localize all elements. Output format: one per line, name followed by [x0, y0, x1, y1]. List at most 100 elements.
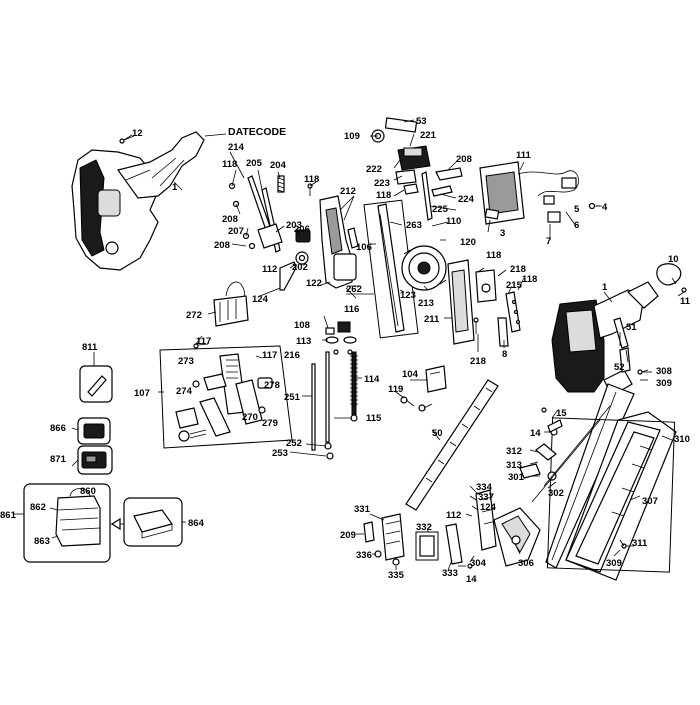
callout-123: 123: [400, 290, 416, 301]
callout-274: 274: [176, 386, 193, 397]
callout-8: 8: [502, 349, 507, 360]
callout-272: 272: [186, 310, 202, 321]
nose-306: [493, 507, 541, 567]
callout-12: 12: [132, 128, 143, 139]
callout-206: 206: [294, 224, 310, 235]
callout-218-a: 218: [510, 264, 526, 275]
callout-215: 215: [506, 280, 523, 291]
callout-308: 308: [656, 366, 672, 377]
callout-117-a: 117: [196, 336, 211, 347]
callout-118-c: 118: [376, 190, 391, 201]
callout-51: 51: [626, 322, 637, 333]
callout-337: 337: [478, 492, 494, 503]
callout-labels: DATECODE 12 1 214 118 205 204 118 208 20…: [0, 116, 691, 585]
callout-811: 811: [82, 342, 98, 353]
callout-117-b: 117: [262, 350, 277, 361]
callout-278: 278: [264, 380, 280, 391]
callout-113: 113: [296, 336, 311, 347]
callout-112-b: 112: [446, 510, 461, 521]
accessory-871-battery: [77, 445, 113, 475]
callout-110: 110: [446, 216, 461, 227]
callout-304: 304: [470, 558, 487, 569]
motor-213: [401, 245, 447, 291]
callout-108: 108: [294, 320, 310, 331]
callout-208-a: 208: [222, 214, 238, 225]
magazine-307: [546, 417, 676, 573]
callout-312: 312: [506, 446, 522, 457]
callout-5: 5: [574, 204, 580, 215]
driver-blade-262: [363, 199, 419, 339]
control-module-111: [479, 161, 602, 225]
callout-861: 861: [0, 510, 17, 521]
callout-203: 203: [286, 220, 302, 231]
small-parts-right: [541, 263, 687, 549]
callout-107: 107: [134, 388, 150, 399]
callout-205: 205: [246, 158, 263, 169]
datecode-label: DATECODE: [228, 126, 286, 138]
callout-262: 262: [346, 284, 362, 295]
bracket-272: [213, 281, 249, 327]
callout-333: 333: [442, 568, 458, 579]
callout-1: 1: [172, 182, 178, 193]
subassembly-107: [159, 343, 293, 449]
pusher-assembly: [519, 405, 611, 503]
callout-3: 3: [500, 228, 505, 239]
drive-frame-106: [319, 195, 374, 299]
callout-863: 863: [34, 536, 50, 547]
callout-208-c: 208: [456, 154, 472, 165]
callout-116: 116: [344, 304, 359, 315]
callout-311: 311: [632, 538, 648, 549]
callout-222: 222: [366, 164, 382, 175]
callout-10: 10: [668, 254, 679, 265]
accessory-864-pad: [123, 497, 183, 547]
callout-106: 106: [356, 242, 372, 253]
callout-225: 225: [432, 204, 449, 215]
callout-860: 860: [80, 486, 96, 497]
accessory-811-oil: [79, 365, 113, 403]
callout-53: 53: [416, 116, 427, 127]
rods-and-springs: [311, 321, 358, 460]
callout-307: 307: [642, 496, 658, 507]
callout-335: 335: [388, 570, 405, 581]
callout-263: 263: [406, 220, 422, 231]
callout-216: 216: [284, 350, 300, 361]
callout-4: 4: [602, 202, 608, 213]
callout-309-b: 309: [606, 558, 622, 569]
callout-14-b: 14: [466, 574, 477, 585]
callout-202: 202: [292, 262, 308, 273]
nose-parts: [363, 489, 497, 569]
callout-118-e: 118: [522, 274, 537, 285]
accessory-866-battery-small: [77, 417, 111, 445]
callout-334: 334: [476, 482, 493, 493]
callout-331: 331: [354, 504, 371, 515]
callout-119: 119: [388, 384, 403, 395]
callout-218-b: 218: [470, 356, 486, 367]
callout-223: 223: [374, 178, 390, 189]
callout-211: 211: [424, 314, 440, 325]
callout-115: 115: [366, 413, 382, 424]
callout-120: 120: [460, 237, 476, 248]
callout-118-d: 118: [486, 250, 501, 261]
callout-866: 866: [50, 423, 66, 434]
callout-112-a: 112: [262, 264, 277, 275]
callout-212: 212: [340, 186, 356, 197]
callout-224: 224: [458, 194, 475, 205]
top-cap-group: [371, 117, 431, 195]
callout-214: 214: [228, 142, 245, 153]
bracket-104: [400, 365, 447, 412]
belt-hook-224: [421, 167, 463, 221]
nail-strip-50: [405, 379, 499, 511]
callout-1-b: 1: [602, 282, 608, 293]
callout-309-a: 309: [656, 378, 672, 389]
callout-213: 213: [418, 298, 434, 309]
callout-336: 336: [356, 550, 372, 561]
callout-14-a: 14: [530, 428, 541, 439]
callout-50: 50: [432, 428, 443, 439]
callout-6: 6: [574, 220, 579, 231]
callout-209: 209: [340, 530, 356, 541]
callout-124-a: 124: [252, 294, 269, 305]
callout-118-a: 118: [222, 159, 237, 170]
callout-111: 111: [516, 150, 532, 161]
callout-118-b: 118: [304, 174, 319, 185]
